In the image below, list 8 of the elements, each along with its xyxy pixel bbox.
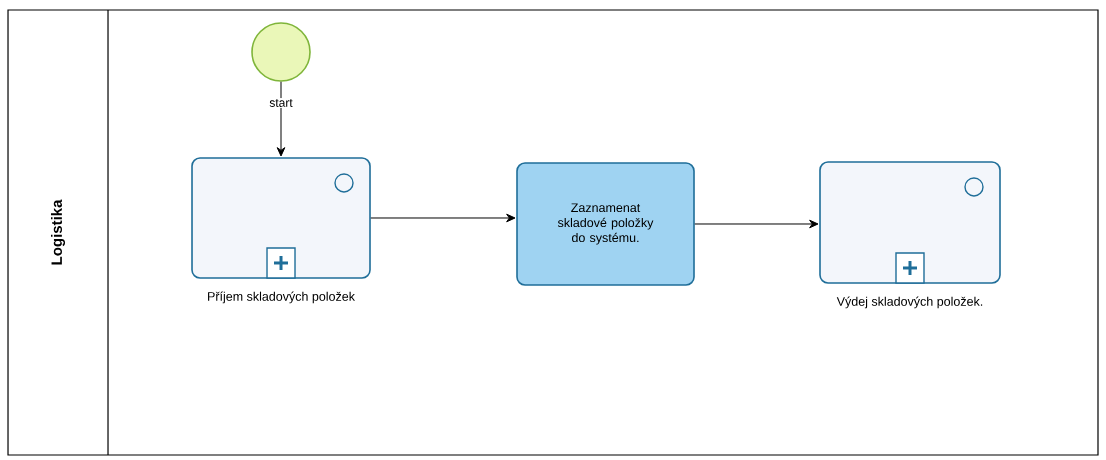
subprocess-label: Příjem skladových položek — [208, 291, 355, 304]
subprocess-label: Výdej skladových položek. — [836, 296, 983, 309]
arrow — [694, 219, 819, 229]
start-event-circle — [251, 22, 311, 82]
task-box: Zaznamenat skladové položky do systému. — [516, 162, 695, 286]
event-label: start — [268, 98, 294, 108]
arrow — [370, 213, 516, 223]
arrow — [276, 81, 286, 157]
